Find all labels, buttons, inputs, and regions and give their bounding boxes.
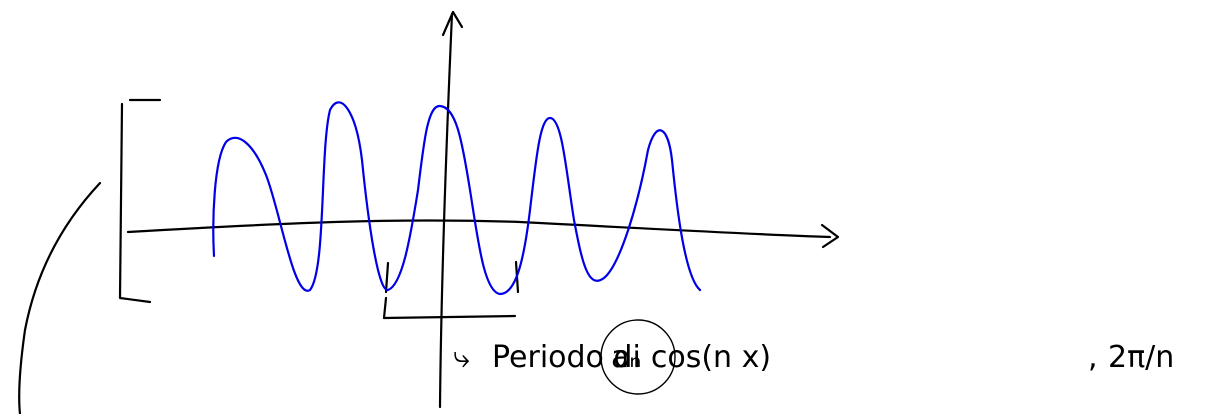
y-axis [438,12,454,409]
note-separator: , [1088,340,1098,375]
left-edge-curve-stroke [18,181,102,414]
note-label: Periodo di [492,340,641,375]
cosine-wave-curve [212,101,702,296]
period-tick-left [384,261,390,294]
left-bracket-stroke [118,98,162,304]
x-axis [126,219,832,239]
period-brace [382,296,517,320]
y-axis-arrowhead [441,10,464,37]
x-axis-arrowhead [820,223,840,249]
period-value: 2π/n [1108,340,1174,375]
cos-term: aₙ cos(n x) [611,340,771,375]
note-arrow: ⤷ [453,340,470,375]
highlight-circle [600,319,676,395]
